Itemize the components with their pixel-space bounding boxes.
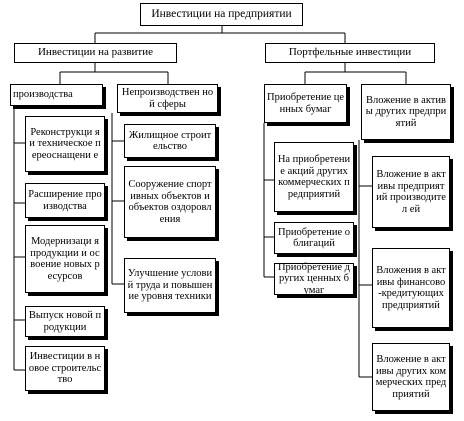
assets-title: Вложение в активы других предприятий	[365, 94, 447, 129]
nonproduction-item-housing: Жилищное строительство	[124, 124, 216, 158]
nonproduction-item-label: Улучшение условий труда и повышение уров…	[127, 268, 213, 303]
assets-item-label: Вложение в активы предприятий производит…	[376, 169, 446, 215]
assets-item-producers: Вложение в активы предприятий производит…	[372, 156, 450, 228]
production-item-reconstruction: Реконструкци я и техническое переоснащен…	[25, 116, 105, 172]
production-item-label: Модернизаци я продукции и освоение новых…	[30, 236, 102, 282]
root-title: Инвестиции на предприятии	[151, 7, 292, 20]
assets-item-label: Вложение в активы других коммерческих пр…	[375, 354, 447, 400]
securities-item-bonds: Приобретение облигаций	[274, 222, 354, 254]
securities-item-label: На приобретение акций других коммерчески…	[277, 154, 351, 200]
securities-box: Приобретение ценных бумаг	[264, 84, 347, 123]
nonproduction-title: Непроизводствен ной сферы	[121, 87, 214, 110]
production-item-new-product: Выпуск новой продукции	[25, 306, 105, 337]
portfolio-box: Портфельные инвестиции	[265, 43, 435, 63]
assets-item-commercial: Вложение в активы других коммерческих пр…	[372, 343, 450, 411]
development-title: Инвестиции на развитие	[37, 46, 153, 59]
nonproduction-item-working-conditions: Улучшение условий труда и повышение уров…	[124, 258, 216, 313]
securities-title: Приобретение ценных бумаг	[267, 92, 345, 115]
production-item-label: Расширение производства	[28, 189, 102, 212]
production-item-expansion: Расширение производства	[25, 183, 105, 218]
production-item-label: Инвестиции в новое строительство	[28, 351, 102, 386]
portfolio-title: Портфельные инвестиции	[288, 46, 412, 59]
securities-item-label: Приобретение других ценных бумаг	[277, 261, 351, 296]
assets-box: Вложение в активы других предприятий	[361, 84, 451, 140]
production-title: производства	[13, 89, 73, 101]
nonproduction-box: Непроизводствен ной сферы	[117, 84, 218, 113]
nonproduction-item-label: Сооружение спортивных объектов и объекто…	[128, 179, 213, 225]
nonproduction-item-label: Жилищное строительство	[128, 129, 212, 153]
nonproduction-item-sports: Сооружение спортивных объектов и объекто…	[124, 166, 216, 238]
production-item-new-construction: Инвестиции в новое строительство	[25, 346, 105, 391]
securities-item-shares: На приобретение акций других коммерчески…	[274, 142, 354, 212]
root-title-box: Инвестиции на предприятии	[140, 3, 303, 26]
production-item-label: Выпуск новой продукции	[28, 310, 102, 333]
assets-item-financial: Вложения в активы финансово-кредитующих …	[372, 248, 450, 328]
securities-item-label: Приобретение облигаций	[278, 226, 350, 250]
production-item-label: Реконструкци я и техническое переоснащен…	[29, 126, 103, 161]
securities-item-other: Приобретение других ценных бумаг	[274, 261, 354, 296]
development-box: Инвестиции на развитие	[14, 43, 177, 63]
production-box: производства	[10, 84, 103, 106]
production-item-modernization: Модернизаци я продукции и освоение новых…	[25, 225, 105, 293]
assets-item-label: Вложения в активы финансово-кредитующих …	[376, 265, 447, 311]
